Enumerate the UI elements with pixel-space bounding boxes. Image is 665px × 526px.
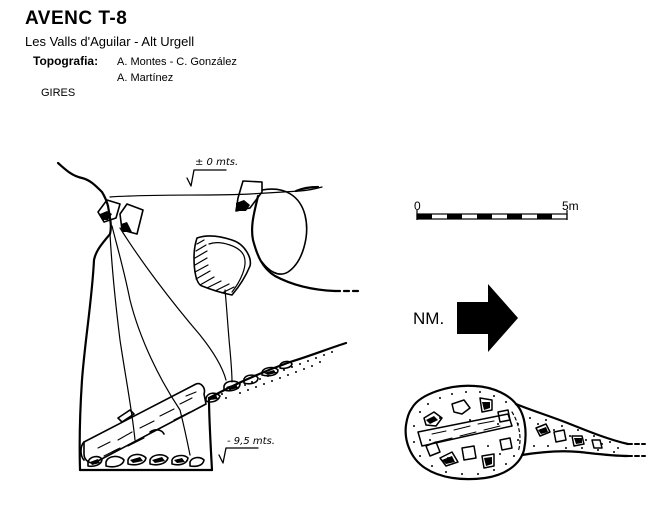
upper-chamber-outline <box>261 188 308 275</box>
north-arrow-icon <box>457 284 518 352</box>
inner-line-c <box>224 289 233 383</box>
left-wall <box>78 204 112 472</box>
plan-boulder-fills <box>426 402 582 466</box>
entrance-block-mid <box>119 203 144 235</box>
north-label: NM. <box>413 309 445 328</box>
wooden-log <box>83 382 207 464</box>
entrance-block-mid-fill <box>121 222 132 232</box>
topographers-line-2: A. Martínez <box>117 72 174 84</box>
plan-gallery-top <box>514 402 630 446</box>
depth-label-bottom: - 9,5 mts. <box>227 436 275 447</box>
floor-boulder-fills <box>90 457 185 465</box>
plan-log <box>417 413 513 447</box>
topographers-line-1: A. Montes - C. González <box>117 56 237 68</box>
ceiling-line <box>109 186 323 198</box>
cave-section <box>56 161 360 472</box>
log-end <box>80 441 85 461</box>
plan-chamber-outline <box>404 384 527 481</box>
entrance-block-left <box>97 199 121 223</box>
survey-group: GIRES <box>41 87 76 99</box>
floor-boulders <box>87 453 205 468</box>
surface-line-left <box>56 161 110 208</box>
plan-gallery-bottom <box>520 450 630 458</box>
topography-label: Topografia: <box>33 54 99 68</box>
scale-end-label: 5m <box>562 199 579 213</box>
ledge-outline <box>193 235 252 296</box>
scale-bar <box>416 210 568 220</box>
log-crossbar-2 <box>149 429 165 435</box>
depth-marker-top <box>186 169 227 187</box>
cave-title: AVENC T-8 <box>25 8 128 29</box>
surface-line-right <box>294 185 320 193</box>
log-crossbar <box>117 409 135 423</box>
entrance-block-left-fill <box>100 211 112 220</box>
plan-pit-boundary <box>511 411 521 453</box>
right-wall-upper <box>250 194 337 293</box>
scale-start-label: 0 <box>414 199 421 213</box>
log-texture <box>97 391 197 457</box>
slope-stipple <box>221 351 333 399</box>
cave-location: Les Valls d'Aguilar - Alt Urgell <box>25 34 195 49</box>
cave-plan <box>404 384 646 481</box>
plan-stipple <box>413 391 619 475</box>
plan-log-texture <box>431 420 501 443</box>
slope-boulder-fills <box>208 370 276 400</box>
depth-label-top: ± 0 mts. <box>195 157 239 168</box>
slope-wall-lower <box>207 396 214 472</box>
inner-line-b <box>111 225 191 456</box>
inner-line-a <box>119 227 227 381</box>
ledge-inner-curve <box>208 242 246 293</box>
ledge-hatching <box>194 239 235 294</box>
slope-boulders <box>205 360 293 403</box>
entrance-block-right-fill <box>236 200 250 211</box>
depth-marker-bottom <box>218 447 259 464</box>
